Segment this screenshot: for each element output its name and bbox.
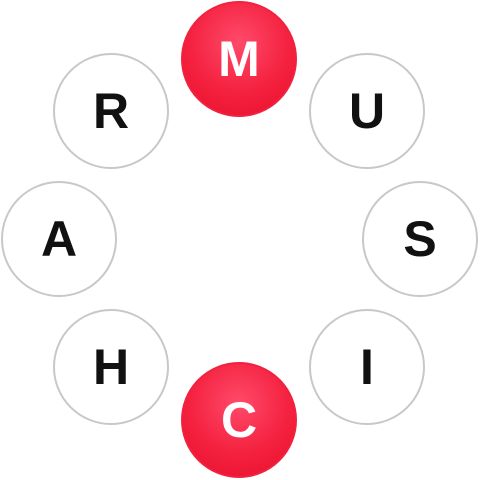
tile-letter: S xyxy=(403,211,437,267)
letter-tile-right[interactable]: S xyxy=(362,181,478,297)
letter-tile-top[interactable]: M xyxy=(181,1,297,117)
tile-letter: M xyxy=(218,31,260,87)
tile-letter: I xyxy=(360,339,374,395)
letter-tile-bottom-right[interactable]: I xyxy=(309,309,425,425)
tile-letter: R xyxy=(92,83,130,139)
tile-letter: U xyxy=(348,83,386,139)
letter-tile-left[interactable]: A xyxy=(1,181,117,297)
letter-tile-top-left[interactable]: R xyxy=(53,53,169,169)
letter-tile-bottom-left[interactable]: H xyxy=(53,309,169,425)
letter-tile-top-right[interactable]: U xyxy=(309,53,425,169)
tile-letter: C xyxy=(220,392,258,448)
tile-letter: A xyxy=(40,211,78,267)
tile-letter: H xyxy=(92,339,130,395)
letter-tile-bottom[interactable]: C xyxy=(181,362,297,478)
